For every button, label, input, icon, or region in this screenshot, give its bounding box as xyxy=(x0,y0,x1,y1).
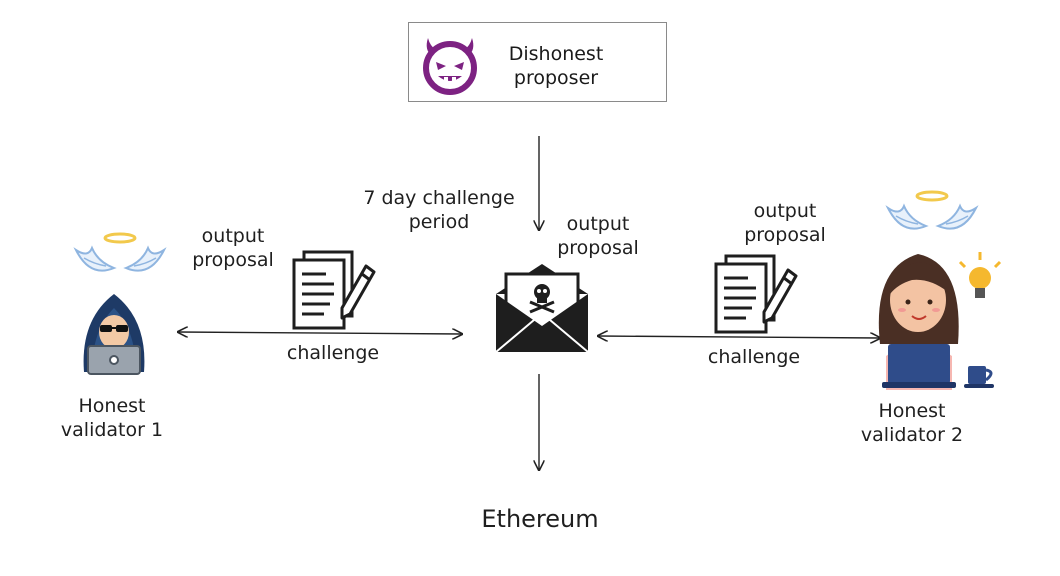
left-output-line2: proposal xyxy=(192,249,274,271)
left-halo-wings-icon xyxy=(73,232,167,272)
devil-face-icon xyxy=(423,38,477,95)
right-challenge-arrow xyxy=(598,336,880,338)
proposer-label-line1: Dishonest xyxy=(508,43,604,65)
left-challenge-label: challenge xyxy=(286,342,380,364)
left-output-line1: output xyxy=(201,225,265,247)
challenge-period-label: 7 day challenge period xyxy=(362,186,516,234)
validator-2-line1: Honest xyxy=(878,400,946,422)
right-document-pen-icon xyxy=(714,254,798,334)
center-output-proposal-label: output proposal xyxy=(550,212,646,260)
proposer-label-line2: proposer xyxy=(513,67,599,89)
right-halo-wings-icon xyxy=(885,190,979,230)
honest-validator-2-label: Honest validator 2 xyxy=(852,399,972,447)
validator-2-line2: validator 2 xyxy=(860,424,964,446)
right-output-line2: proposal xyxy=(744,224,826,246)
ethereum-label: Ethereum xyxy=(481,505,599,533)
challenge-period-line1: 7 day challenge xyxy=(363,187,515,209)
left-challenge-arrow xyxy=(178,332,462,334)
challenge-period-line2: period xyxy=(408,211,470,233)
right-output-line1: output xyxy=(753,200,817,222)
left-document-pen-icon xyxy=(292,250,376,330)
hooded-hacker-laptop-icon xyxy=(83,294,145,375)
woman-laptop-icon xyxy=(878,252,1002,390)
left-output-proposal-label: output proposal xyxy=(186,224,280,272)
dishonest-proposer-box xyxy=(408,22,667,102)
center-output-line2: proposal xyxy=(557,237,639,259)
center-output-line1: output xyxy=(566,213,630,235)
honest-validator-1-label: Honest validator 1 xyxy=(52,394,172,442)
proposer-label: Dishonest proposer xyxy=(486,42,626,90)
validator-1-line2: validator 1 xyxy=(60,419,164,441)
right-output-proposal-label: output proposal xyxy=(736,199,834,247)
validator-1-line1: Honest xyxy=(78,395,146,417)
right-challenge-label: challenge xyxy=(707,346,801,368)
envelope-skull-icon xyxy=(495,264,589,353)
